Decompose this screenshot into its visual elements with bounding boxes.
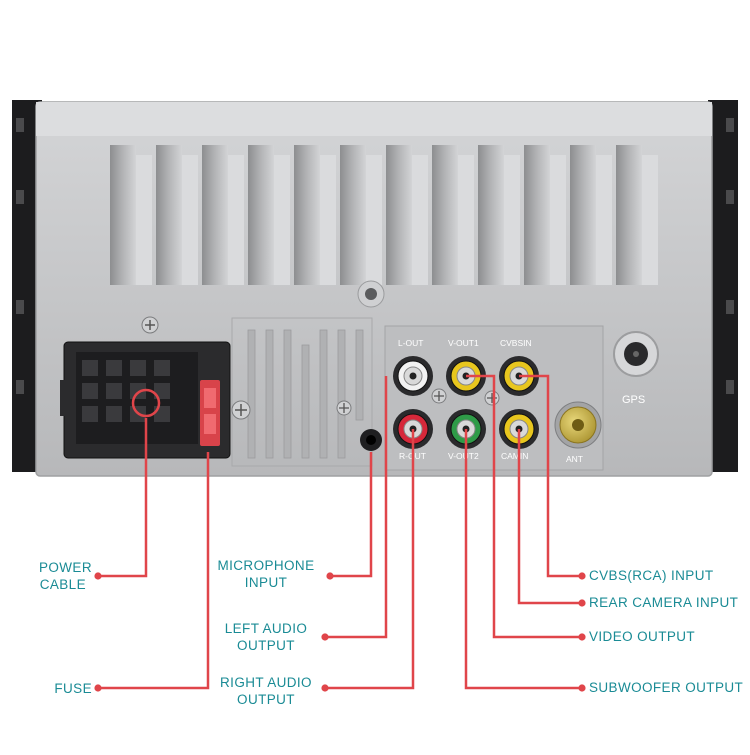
fin	[110, 145, 152, 285]
v-out1-label: V-OUT1	[448, 338, 479, 348]
fin	[340, 145, 382, 285]
fin	[202, 145, 244, 285]
vent-slots	[247, 329, 364, 459]
microphone-jack	[360, 429, 382, 451]
right-audio-leader	[325, 429, 415, 690]
gps-label: GPS	[622, 394, 645, 406]
screw-icon	[336, 400, 352, 416]
microphone-input-label: MICROPHONE	[217, 558, 314, 573]
leader-dot	[321, 684, 329, 692]
cvbs-input-label: CVBS(RCA) INPUT	[589, 568, 714, 583]
l-out-label: L-OUT	[398, 338, 424, 348]
cvbs-in-label: CVBSIN	[500, 338, 532, 348]
video-output-leader	[466, 374, 582, 639]
screw-icon	[431, 388, 447, 404]
fuse-label: FUSE	[54, 681, 92, 696]
right-audio-output-label-line2: OUTPUT	[237, 692, 295, 707]
leader-dot	[578, 633, 586, 641]
cam-in-label: CAMIN	[501, 451, 528, 461]
l-out-jack	[393, 356, 433, 396]
leader-dot	[326, 572, 334, 580]
cvbs-input-leader	[519, 374, 582, 578]
power-cable-leader	[98, 418, 148, 578]
power-cable-label-line2: CABLE	[40, 577, 86, 592]
leader-dot	[321, 633, 329, 641]
leader-dot	[578, 599, 586, 607]
microphone-leader	[330, 452, 373, 578]
fin	[570, 145, 612, 285]
leader-dot	[94, 684, 102, 692]
fin	[478, 145, 520, 285]
fin	[294, 145, 336, 285]
right-bracket	[708, 100, 738, 472]
right-audio-output-label: RIGHT AUDIO	[220, 675, 312, 690]
mount-screw-icon	[357, 280, 385, 308]
screw-icon	[141, 316, 159, 334]
fin	[432, 145, 474, 285]
power-cable-highlight-ring	[131, 388, 161, 418]
video-output-label: VIDEO OUTPUT	[589, 629, 695, 644]
gps-connector	[613, 331, 659, 377]
fuse-leader	[98, 452, 210, 690]
left-audio-leader	[325, 376, 388, 639]
fin	[248, 145, 290, 285]
subwoofer-output-label: SUBWOOFER OUTPUT	[589, 680, 743, 695]
power-cable-label: POWER	[39, 560, 92, 575]
leader-dot	[94, 572, 102, 580]
v-out2-label: V-OUT2	[448, 451, 479, 461]
ant-label: ANT	[566, 454, 583, 464]
screw-icon	[231, 400, 251, 420]
fin	[156, 145, 198, 285]
fin	[386, 145, 428, 285]
microphone-input-label-line2: INPUT	[245, 575, 288, 590]
fin	[524, 145, 566, 285]
rear-camera-leader	[517, 429, 582, 605]
rear-camera-input-label: REAR CAMERA INPUT	[589, 595, 738, 610]
left-audio-output-label-line2: OUTPUT	[237, 638, 295, 653]
left-audio-output-label: LEFT AUDIO	[225, 621, 308, 636]
subwoofer-leader	[464, 429, 582, 690]
leader-dot	[578, 684, 586, 692]
screw-icon	[484, 390, 500, 406]
antenna-connector	[554, 401, 602, 449]
leader-dot	[578, 572, 586, 580]
fuse	[200, 380, 220, 446]
heat-sink-fins	[110, 145, 658, 285]
fin	[616, 145, 658, 285]
